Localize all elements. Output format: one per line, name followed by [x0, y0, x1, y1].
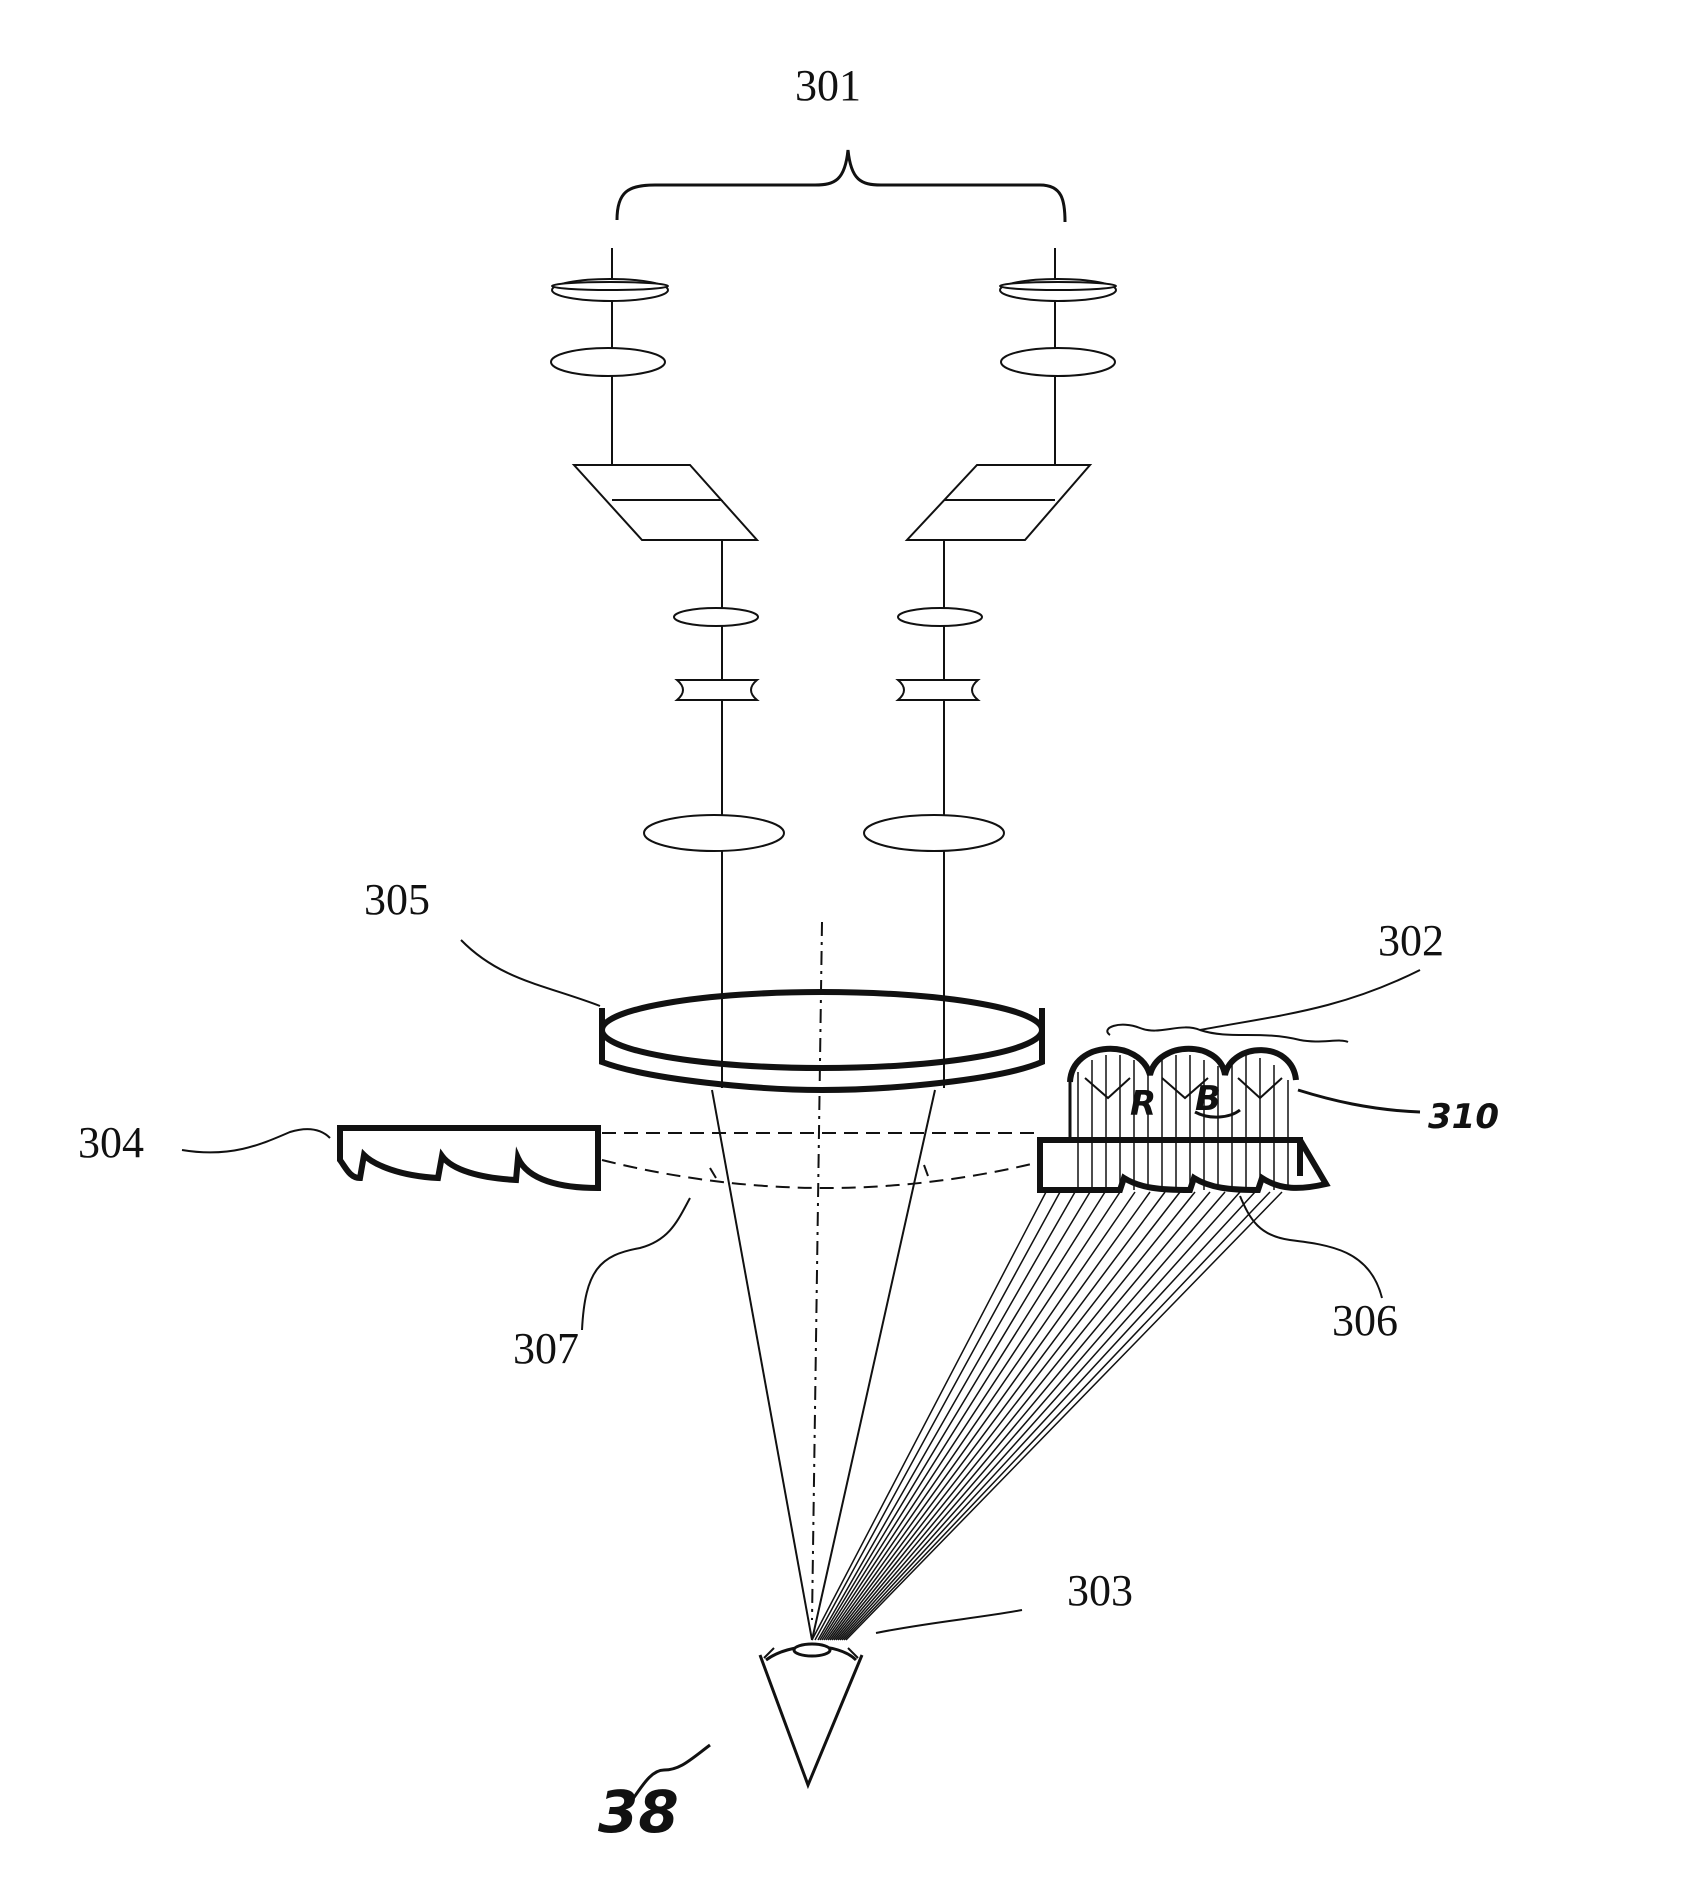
center-fresnel-307: [602, 1133, 1040, 1188]
label-301: 301: [795, 61, 861, 110]
right-fresnel-306: [1040, 1055, 1326, 1190]
ray-fan-to-eye: [812, 1192, 1282, 1640]
handwritten-r: R: [1130, 1084, 1156, 1124]
eye-38: [760, 1644, 862, 1785]
label-38: 38: [598, 1778, 679, 1846]
left-prism: [574, 465, 757, 540]
field-lens-305: [602, 992, 1042, 1090]
right-optical-train: [864, 248, 1116, 1088]
left-lens-4: [644, 815, 784, 851]
right-lens-4: [864, 815, 1004, 851]
label-306: 306: [1332, 1296, 1398, 1345]
right-prism: [907, 465, 1090, 540]
right-concave-lens: [898, 680, 978, 700]
module-301-bracket: [617, 150, 1065, 222]
label-305: 305: [364, 875, 430, 924]
right-lens-2: [1001, 348, 1115, 376]
center-ray-cone: [712, 1090, 935, 1640]
left-fresnel-304: [340, 1128, 598, 1188]
label-307: 307: [513, 1324, 579, 1373]
left-lens-3: [674, 608, 758, 626]
left-lens-2: [551, 348, 665, 376]
left-concave-lens: [677, 680, 757, 700]
label-302: 302: [1378, 916, 1444, 965]
right-lens-3: [898, 608, 982, 626]
label-304: 304: [78, 1118, 144, 1167]
label-310: 310: [1428, 1097, 1499, 1137]
left-optical-train: [551, 248, 784, 1088]
optical-axis: [812, 922, 822, 1620]
label-303: 303: [1067, 1566, 1133, 1615]
